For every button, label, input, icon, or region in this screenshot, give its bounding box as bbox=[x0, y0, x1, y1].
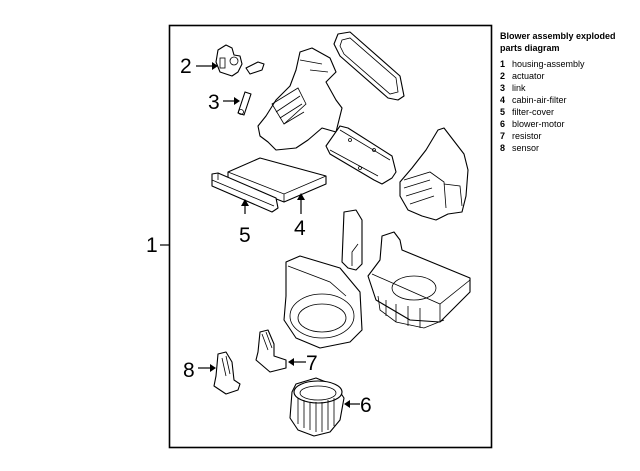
legend-row: 5 filter-cover bbox=[500, 106, 636, 118]
callout-2-label: 2 bbox=[180, 55, 192, 78]
callout-5-label: 5 bbox=[239, 224, 251, 247]
callout-1-label: 1 bbox=[146, 234, 158, 257]
diagram-title: Blower assembly exploded parts diagram bbox=[500, 31, 616, 53]
callout-8-label: 8 bbox=[183, 359, 195, 382]
callout-2-arrow-icon bbox=[212, 62, 218, 70]
callout-3[interactable]: 3 bbox=[208, 91, 240, 114]
part-gasket[interactable] bbox=[333, 31, 405, 101]
callout-5[interactable]: 5 bbox=[239, 199, 251, 247]
legend-row: 8 sensor bbox=[500, 142, 636, 154]
legend-part-name: cabin-air-filter bbox=[512, 95, 567, 105]
callout-8[interactable]: 8 bbox=[183, 359, 216, 382]
legend-part-name: resistor bbox=[512, 131, 542, 141]
legend-part-name: sensor bbox=[512, 143, 540, 153]
callout-4[interactable]: 4 bbox=[294, 193, 306, 240]
assembly-frame bbox=[168, 24, 493, 449]
callout-7-arrow-icon bbox=[288, 358, 294, 366]
callout-3-label: 3 bbox=[208, 91, 220, 114]
callout-7[interactable]: 7 bbox=[288, 352, 318, 375]
legend-number: 7 bbox=[500, 131, 506, 141]
part-resistor[interactable] bbox=[255, 329, 287, 373]
legend-row: 3 link bbox=[500, 82, 636, 94]
part-filter-cover[interactable] bbox=[211, 172, 279, 213]
part-blower-case[interactable] bbox=[367, 231, 471, 329]
legend-number: 4 bbox=[500, 95, 506, 105]
legend-row: 7 resistor bbox=[500, 130, 636, 142]
legend-number: 5 bbox=[500, 107, 506, 117]
legend-number: 3 bbox=[500, 83, 506, 93]
part-blower-motor[interactable] bbox=[289, 377, 345, 437]
part-bracket[interactable] bbox=[325, 125, 397, 185]
part-link[interactable] bbox=[237, 91, 252, 116]
callout-2[interactable]: 2 bbox=[180, 55, 218, 78]
callout-6-arrow-icon bbox=[344, 400, 350, 408]
callout-1[interactable]: 1 bbox=[146, 234, 169, 257]
part-actuator[interactable] bbox=[215, 44, 265, 77]
part-lower-housing[interactable] bbox=[283, 255, 363, 349]
callout-6[interactable]: 6 bbox=[344, 394, 372, 417]
legend-part-name: blower-motor bbox=[512, 119, 565, 129]
legend-row: 6 blower-motor bbox=[500, 118, 636, 130]
legend-part-name: filter-cover bbox=[512, 107, 555, 117]
legend-number: 1 bbox=[500, 59, 506, 69]
legend-part-name: link bbox=[512, 83, 526, 93]
legend-part-name: housing-assembly bbox=[512, 59, 585, 69]
parts-legend: Blower assembly exploded parts diagram 1… bbox=[500, 30, 636, 154]
callout-7-label: 7 bbox=[306, 352, 318, 375]
callout-4-arrow-icon bbox=[297, 193, 305, 200]
callout-3-arrow-icon bbox=[234, 97, 240, 105]
part-upper-duct[interactable] bbox=[257, 47, 343, 151]
part-blower-scroll[interactable] bbox=[399, 127, 469, 221]
part-sensor[interactable] bbox=[213, 351, 241, 395]
callout-8-arrow-icon bbox=[210, 364, 216, 372]
callout-4-label: 4 bbox=[294, 217, 306, 240]
legend-row: 1 housing-assembly bbox=[500, 58, 636, 70]
legend-row: 2 actuator bbox=[500, 70, 636, 82]
callout-6-label: 6 bbox=[360, 394, 372, 417]
legend-number: 6 bbox=[500, 119, 506, 129]
legend-number: 2 bbox=[500, 71, 506, 81]
legend-row: 4 cabin-air-filter bbox=[500, 94, 636, 106]
part-vertical-duct[interactable] bbox=[341, 209, 363, 271]
legend-part-name: actuator bbox=[512, 71, 545, 81]
legend-number: 8 bbox=[500, 143, 506, 153]
callout-5-arrow-icon bbox=[241, 199, 249, 206]
